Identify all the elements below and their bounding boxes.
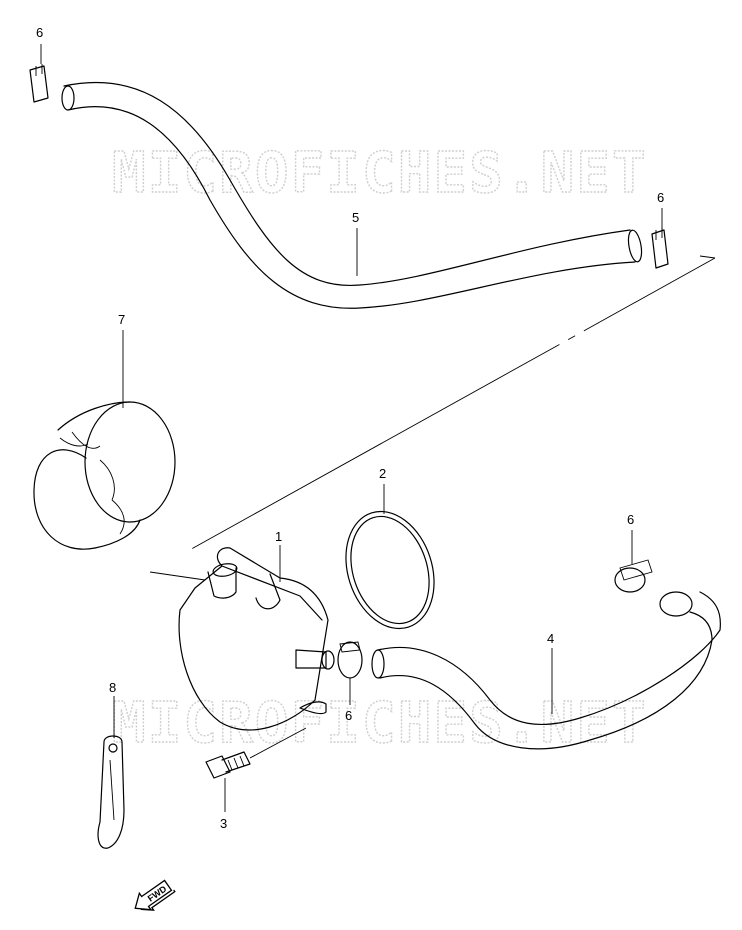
callout-6-top-right: 6 [657,190,664,205]
callout-2: 2 [379,466,386,481]
callout-4: 4 [547,631,554,646]
callout-8: 8 [109,680,116,695]
forward-arrow-icon: FWD [134,879,176,911]
hose-clamp-lower-left [337,641,363,679]
callout-3: 3 [220,816,227,831]
callout-1: 1 [275,529,282,544]
callout-6-right: 6 [627,512,634,527]
callout-6-top-left: 6 [36,25,43,40]
assembly-boundary [149,255,716,581]
watermark-top: MICROFICHES.NET [112,141,648,206]
callout-7: 7 [118,312,125,327]
oil-hose-lower [371,591,721,750]
callout-6-lower: 6 [345,708,352,723]
oil-cooler [178,547,335,731]
hose-clamp-top-left [29,64,49,103]
hose-clamp-top-right [651,228,669,269]
bolt [205,727,307,779]
oil-hose-upper [61,81,643,309]
callout-5: 5 [352,210,359,225]
oil-filter [33,401,176,550]
hose-clamp-lower-right [614,559,653,593]
leader-lines [40,44,663,812]
o-ring [345,510,435,630]
